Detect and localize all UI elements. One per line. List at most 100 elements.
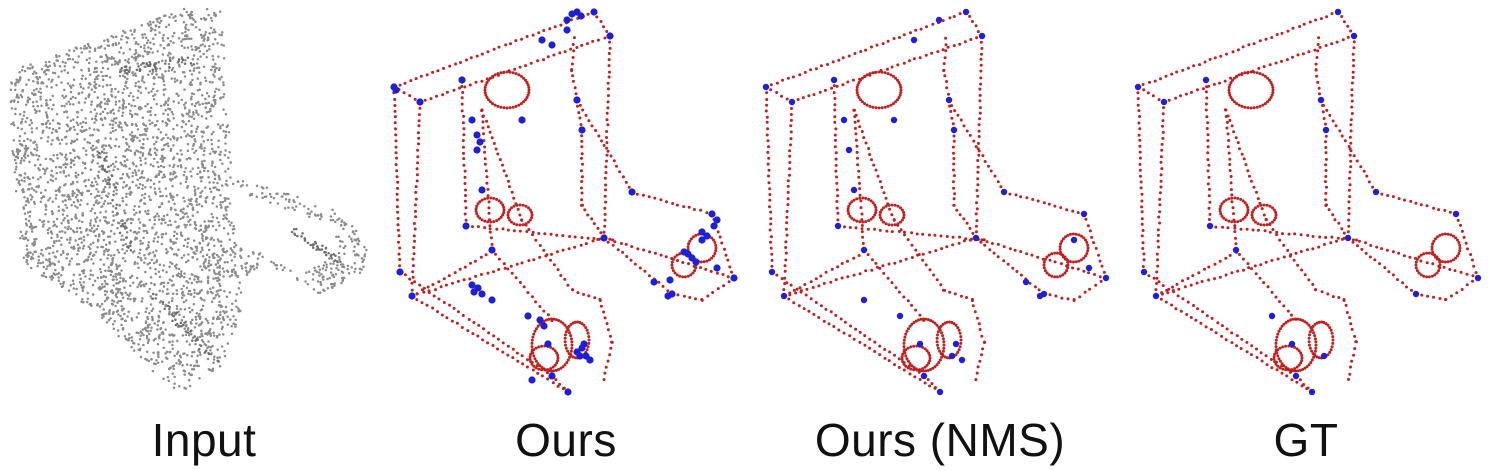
edge-point xyxy=(726,258,730,262)
edge-point xyxy=(766,150,770,154)
input-point xyxy=(193,151,196,155)
input-point xyxy=(161,53,165,56)
input-point xyxy=(184,26,187,29)
input-point xyxy=(215,310,218,314)
input-point xyxy=(12,100,16,103)
edge-point xyxy=(474,209,478,213)
input-point xyxy=(134,48,138,52)
input-point xyxy=(101,164,104,168)
edge-point xyxy=(814,67,818,71)
input-point xyxy=(102,190,106,194)
input-point xyxy=(48,122,52,125)
edge-point xyxy=(993,174,997,178)
input-point xyxy=(197,166,200,170)
edge-point xyxy=(482,132,485,136)
input-point xyxy=(131,70,134,74)
input-point xyxy=(150,281,153,285)
input-point xyxy=(220,240,223,243)
input-point xyxy=(324,251,327,254)
edge-point xyxy=(552,369,556,373)
input-point xyxy=(112,182,115,186)
input-point xyxy=(117,334,120,338)
input-point xyxy=(103,312,107,316)
edge-point xyxy=(659,253,663,257)
edge-point xyxy=(486,341,490,345)
input-point xyxy=(136,113,139,116)
input-point xyxy=(39,175,42,179)
edge-point xyxy=(902,61,906,65)
input-point xyxy=(179,209,183,213)
input-point xyxy=(203,76,207,79)
input-point xyxy=(213,90,217,94)
input-point xyxy=(212,256,215,259)
input-point xyxy=(88,222,92,225)
input-point xyxy=(92,155,95,158)
input-point xyxy=(124,291,127,294)
edge-point xyxy=(460,96,464,100)
input-point xyxy=(72,103,75,106)
input-point xyxy=(336,264,339,267)
edge-point xyxy=(1048,293,1052,297)
edge-point xyxy=(868,337,872,341)
input-point xyxy=(121,186,125,189)
input-point xyxy=(175,304,179,308)
input-point xyxy=(36,158,40,161)
input-point xyxy=(194,227,198,231)
input-point xyxy=(58,230,62,233)
edge-point xyxy=(974,378,978,382)
input-point xyxy=(195,275,199,279)
edge-point xyxy=(786,76,790,80)
edge-point xyxy=(785,209,789,213)
input-point xyxy=(180,274,183,278)
input-point xyxy=(233,241,236,245)
input-point xyxy=(103,107,107,111)
input-point xyxy=(223,197,227,200)
edge-point xyxy=(1059,262,1063,266)
corner-point xyxy=(416,98,424,106)
input-point xyxy=(198,241,201,244)
input-point xyxy=(191,48,194,51)
corner-point xyxy=(606,32,614,40)
input-point xyxy=(154,233,157,236)
input-point xyxy=(26,66,30,70)
input-point xyxy=(108,123,112,126)
input-point xyxy=(210,352,213,355)
edge-point xyxy=(573,320,577,324)
edge-point xyxy=(567,247,571,251)
input-point xyxy=(44,213,47,216)
edge-point xyxy=(952,203,956,207)
edge-point xyxy=(854,226,858,230)
input-point xyxy=(133,204,136,208)
input-point xyxy=(182,71,186,74)
input-point xyxy=(114,95,117,99)
edge-point xyxy=(550,252,553,256)
edge-point xyxy=(934,249,938,253)
input-point xyxy=(117,90,120,93)
input-point xyxy=(37,259,41,262)
edge-point xyxy=(525,365,529,369)
input-point xyxy=(75,230,79,234)
input-point xyxy=(115,203,119,207)
edge-point xyxy=(546,313,550,317)
input-point xyxy=(145,329,148,332)
input-point xyxy=(57,205,60,209)
input-point xyxy=(162,79,166,83)
input-point xyxy=(225,310,228,313)
input-point xyxy=(97,170,101,173)
input-point xyxy=(218,300,221,303)
edge-point xyxy=(467,318,471,321)
input-point xyxy=(141,133,144,136)
input-point xyxy=(208,187,212,191)
edge-point xyxy=(775,81,779,85)
input-point xyxy=(108,144,111,148)
input-point xyxy=(153,187,157,190)
input-point xyxy=(97,190,100,193)
input-point xyxy=(137,65,140,68)
input-point xyxy=(206,275,210,279)
edge-point xyxy=(606,81,610,85)
input-point xyxy=(153,147,157,150)
input-point xyxy=(161,156,164,159)
edge-point xyxy=(801,96,805,100)
edge-point xyxy=(555,351,559,355)
input-point xyxy=(120,323,123,327)
